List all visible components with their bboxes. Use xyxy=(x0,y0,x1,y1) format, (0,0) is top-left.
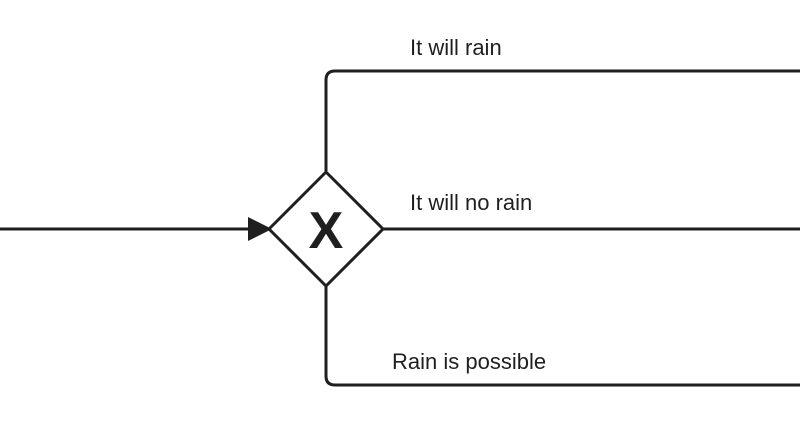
incoming-flow-arrowhead xyxy=(248,217,272,241)
flow-label-bottom: Rain is possible xyxy=(392,349,546,374)
flow-label-top: It will rain xyxy=(410,35,502,60)
exclusive-gateway[interactable]: X xyxy=(267,170,385,288)
gateway-diamond xyxy=(267,170,385,288)
outgoing-flow-top[interactable] xyxy=(324,69,800,171)
gateway-x-marker: X xyxy=(309,202,344,260)
outgoing-flow-bottom[interactable] xyxy=(324,286,800,387)
flow-label-middle: It will no rain xyxy=(410,190,532,215)
